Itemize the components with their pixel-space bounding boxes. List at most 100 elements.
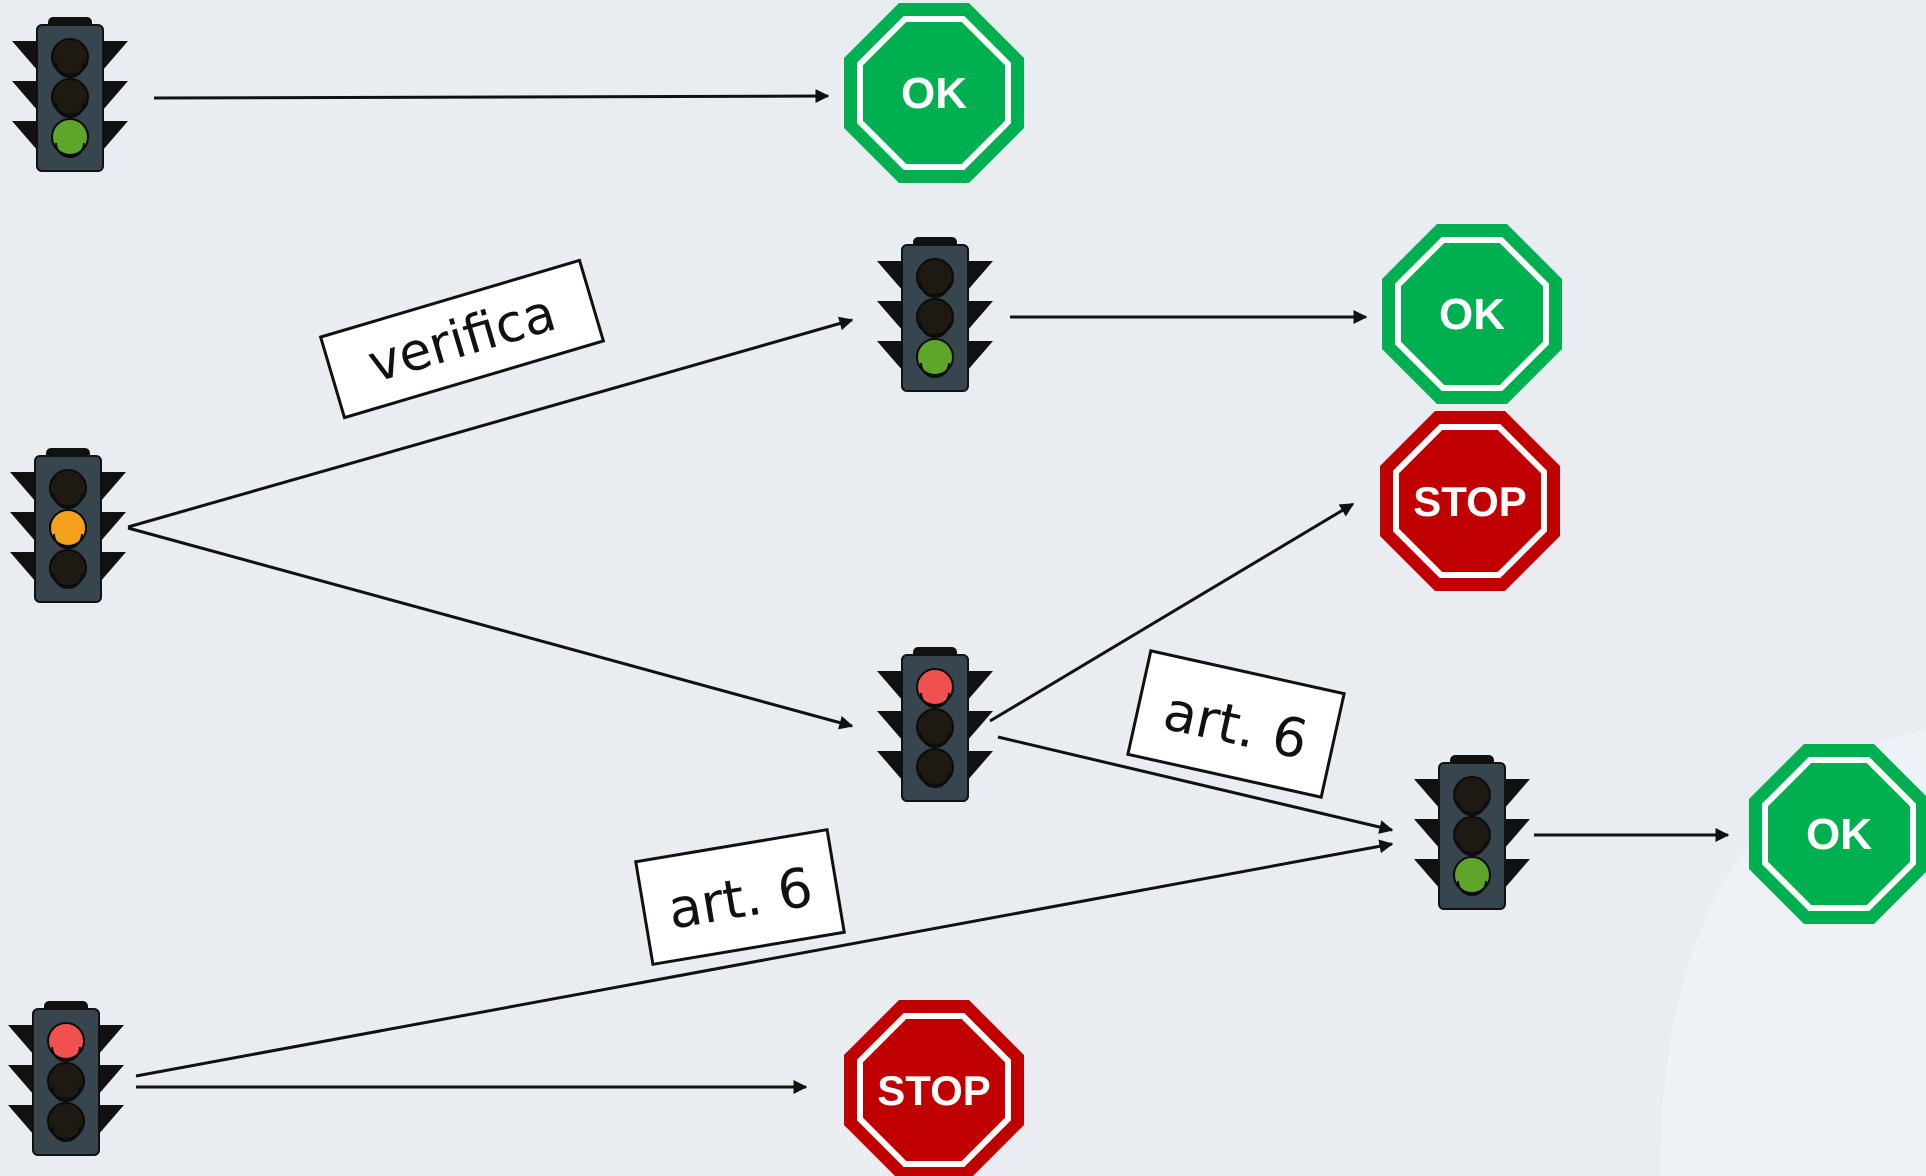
traffic-light-visor bbox=[967, 341, 993, 371]
lamp-amber-lit bbox=[49, 509, 87, 547]
lamp-red-lit bbox=[916, 668, 954, 706]
label-verifica-box: verifica bbox=[318, 258, 606, 420]
tl-start-green-traffic-light-icon bbox=[12, 17, 128, 172]
lamp-rim bbox=[55, 102, 85, 118]
lamp-amber-off bbox=[47, 1062, 85, 1100]
traffic-light-visor bbox=[967, 751, 993, 781]
traffic-light-visor bbox=[877, 261, 903, 291]
arrow-start-red-to-end-green bbox=[135, 839, 1394, 1078]
arrows bbox=[127, 89, 1730, 1094]
lamp-amber-off bbox=[1453, 816, 1491, 854]
lamp-rim bbox=[53, 533, 83, 549]
tl-start-red-traffic-light-icon bbox=[8, 1001, 124, 1156]
sign-ok-3-text: OK bbox=[1806, 810, 1872, 859]
lamp-amber-off bbox=[916, 708, 954, 746]
traffic-light-visor bbox=[1414, 859, 1440, 889]
traffic-light-visor bbox=[102, 81, 128, 111]
traffic-light-visor bbox=[1414, 779, 1440, 809]
lamp-green-lit bbox=[1453, 856, 1491, 894]
lamp-rim bbox=[920, 772, 950, 788]
traffic-light-visor bbox=[877, 301, 903, 331]
sign-ok-1: OK bbox=[844, 3, 1024, 183]
lamp-rim bbox=[51, 1046, 81, 1062]
lamp-rim bbox=[51, 1086, 81, 1102]
sign-ok-1-text: OK bbox=[901, 69, 967, 118]
arrow-start-green-to-ok-1 bbox=[153, 89, 830, 104]
lamp-amber-off bbox=[51, 78, 89, 116]
traffic-light-visor bbox=[1414, 819, 1440, 849]
sign-ok-2: OK bbox=[1382, 224, 1562, 404]
lamp-red-off bbox=[51, 38, 89, 76]
traffic-light-visor bbox=[102, 41, 128, 71]
arrow-mid-red-to-stop-1 bbox=[989, 502, 1355, 723]
traffic-light-visor bbox=[98, 1025, 124, 1055]
sign-ok-2-text: OK bbox=[1439, 290, 1505, 339]
lamp-rim bbox=[53, 573, 83, 589]
sign-stop-1-text: STOP bbox=[1413, 478, 1527, 525]
traffic-light-visor bbox=[100, 552, 126, 582]
lamp-rim bbox=[1457, 880, 1487, 896]
tl-mid-green-traffic-light-icon bbox=[877, 237, 993, 392]
traffic-light-visor bbox=[12, 81, 38, 111]
lamp-green-off bbox=[49, 549, 87, 587]
lamp-red-off bbox=[1453, 776, 1491, 814]
sign-ok-3: OK bbox=[1749, 744, 1926, 924]
traffic-light-visor bbox=[98, 1065, 124, 1095]
sign-stop-2-text: STOP bbox=[877, 1067, 991, 1114]
traffic-light-visor bbox=[877, 711, 903, 741]
sign-stop-1: STOP bbox=[1380, 411, 1560, 591]
label-art6-lower-box: art. 6 bbox=[634, 827, 846, 967]
lamp-green-off bbox=[916, 748, 954, 786]
traffic-lights bbox=[8, 17, 1530, 1156]
lamp-red-off bbox=[916, 258, 954, 296]
traffic-light-visor bbox=[1504, 859, 1530, 889]
traffic-light-visor bbox=[1504, 819, 1530, 849]
arrow-start-amber-to-mid-green bbox=[127, 316, 854, 529]
arrow-start-amber-to-mid-red bbox=[127, 526, 854, 730]
traffic-light-visor bbox=[12, 121, 38, 151]
lamp-rim bbox=[920, 362, 950, 378]
traffic-light-visor bbox=[98, 1105, 124, 1135]
traffic-light-visor bbox=[10, 552, 36, 582]
lamp-rim bbox=[920, 732, 950, 748]
lamp-rim bbox=[55, 142, 85, 158]
traffic-light-visor bbox=[8, 1025, 34, 1055]
traffic-light-visor bbox=[877, 751, 903, 781]
lamp-green-lit bbox=[51, 118, 89, 156]
traffic-light-visor bbox=[100, 512, 126, 542]
traffic-light-visor bbox=[10, 472, 36, 502]
lamp-green-lit bbox=[916, 338, 954, 376]
traffic-light-visor bbox=[12, 41, 38, 71]
traffic-light-visor bbox=[967, 261, 993, 291]
sign-stop-2: STOP bbox=[844, 1000, 1024, 1176]
traffic-light-visor bbox=[8, 1105, 34, 1135]
traffic-light-visor bbox=[967, 711, 993, 741]
traffic-light-visor bbox=[877, 671, 903, 701]
lamp-rim bbox=[55, 62, 85, 78]
traffic-light-visor bbox=[1504, 779, 1530, 809]
traffic-light-visor bbox=[967, 301, 993, 331]
tl-mid-red-traffic-light-icon bbox=[877, 647, 993, 802]
arrow-mid-red-to-end-green bbox=[997, 735, 1394, 834]
label-art6-upper-box: art. 6 bbox=[1126, 649, 1346, 799]
lamp-red-off bbox=[49, 469, 87, 507]
traffic-light-visor bbox=[100, 472, 126, 502]
traffic-light-visor bbox=[10, 512, 36, 542]
lamp-red-lit bbox=[47, 1022, 85, 1060]
lamp-amber-off bbox=[916, 298, 954, 336]
lamp-green-off bbox=[47, 1102, 85, 1140]
lamp-rim bbox=[1457, 800, 1487, 816]
traffic-light-visor bbox=[967, 671, 993, 701]
lamp-rim bbox=[920, 282, 950, 298]
lamp-rim bbox=[920, 692, 950, 708]
lamp-rim bbox=[1457, 840, 1487, 856]
tl-end-green-traffic-light-icon bbox=[1414, 755, 1530, 910]
lamp-rim bbox=[53, 493, 83, 509]
tl-start-amber-traffic-light-icon bbox=[10, 448, 126, 603]
traffic-light-visor bbox=[102, 121, 128, 151]
traffic-light-visor bbox=[8, 1065, 34, 1095]
traffic-light-visor bbox=[877, 341, 903, 371]
lamp-rim bbox=[51, 1126, 81, 1142]
